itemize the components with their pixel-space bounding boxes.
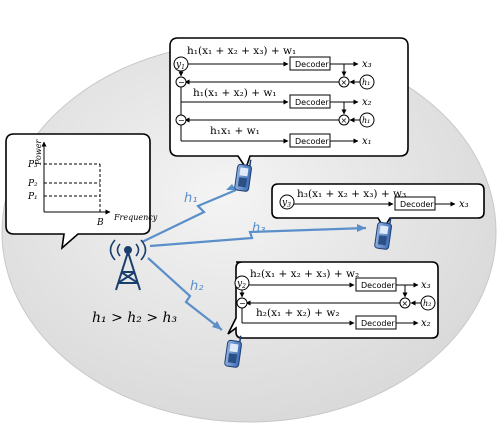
svg-text:x₃: x₃: [362, 59, 372, 70]
svg-text:h₁: h₁: [362, 116, 370, 125]
power-axis-label: Power: [34, 139, 43, 166]
svg-text:−: −: [178, 78, 185, 87]
svg-text:−: −: [239, 299, 246, 308]
svg-text:h₂: h₂: [423, 299, 431, 308]
svg-text:x₂: x₂: [421, 318, 431, 329]
user1-phone-icon: [234, 159, 252, 192]
p2-label: P₂: [27, 179, 38, 189]
svg-text:x₃: x₃: [459, 199, 469, 210]
frequency-axis-label: Frequency: [113, 213, 158, 222]
svg-text:×: ×: [341, 116, 348, 125]
svg-text:Decoder: Decoder: [361, 281, 395, 290]
svg-text:x₃: x₃: [421, 280, 431, 291]
user2-phone-icon: [224, 335, 242, 368]
svg-text:y3: y3: [281, 198, 291, 209]
svg-text:−: −: [178, 116, 185, 125]
svg-text:×: ×: [341, 78, 348, 87]
h1-label: h₁: [184, 191, 197, 206]
user3-phone-icon: [374, 217, 392, 250]
user3-receiver-bubble: y3 h₃(x₁ + x₂ + x₃) + w₃ Decoder x₃: [271, 183, 485, 230]
channel-h3: [149, 226, 367, 248]
user1-row2-signal: h₁(x₁ + x₂) + w₁: [193, 87, 277, 99]
user1-receiver-bubble: y1 h₁(x₁ + x₂ + x₃) + w₁ Decoder x₃ × h₁…: [169, 37, 409, 170]
user2-receiver-bubble: y2 h₂(x₁ + x₂ + x₃) + w₂ Decoder x₃ × h₂…: [227, 261, 439, 339]
svg-text:×: ×: [402, 299, 409, 308]
svg-text:Decoder: Decoder: [295, 98, 329, 107]
user2-row2-signal: h₂(x₁ + x₂) + w₂: [256, 307, 340, 319]
user1-row3-signal: h₁x₁ + w₁: [210, 125, 260, 137]
base-station-icon: [109, 239, 147, 291]
user1-row1-signal: h₁(x₁ + x₂ + x₃) + w₁: [187, 45, 296, 57]
svg-text:y1: y1: [175, 60, 185, 71]
p1-label: P₁: [27, 192, 38, 202]
svg-text:Decoder: Decoder: [295, 137, 329, 146]
svg-text:Decoder: Decoder: [361, 319, 395, 328]
power-allocation-bubble: Power Frequency P₃ P₂ P₁ B: [5, 133, 158, 251]
h3-label: h₃: [252, 221, 265, 236]
user3-row1-signal: h₃(x₁ + x₂ + x₃) + w₃: [297, 188, 406, 200]
y3-node: [279, 194, 295, 210]
user2-row1-signal: h₂(x₁ + x₂ + x₃) + w₂: [250, 268, 359, 280]
svg-text:x₂: x₂: [362, 97, 372, 108]
svg-text:y2: y2: [236, 279, 246, 290]
channel-h2: [147, 257, 223, 331]
bandwidth-label: B: [96, 218, 104, 228]
channel-links: [141, 184, 367, 331]
svg-text:x₁: x₁: [362, 136, 372, 147]
svg-text:Decoder: Decoder: [400, 200, 434, 209]
channel-h1: [141, 188, 237, 243]
p3-label: P₃: [27, 160, 38, 170]
svg-text:Decoder: Decoder: [295, 60, 329, 69]
h2-label: h₂: [190, 279, 203, 294]
channel-order-relation: h₁ > h₂ > h₃: [92, 310, 178, 326]
svg-text:h₁: h₁: [362, 78, 370, 87]
